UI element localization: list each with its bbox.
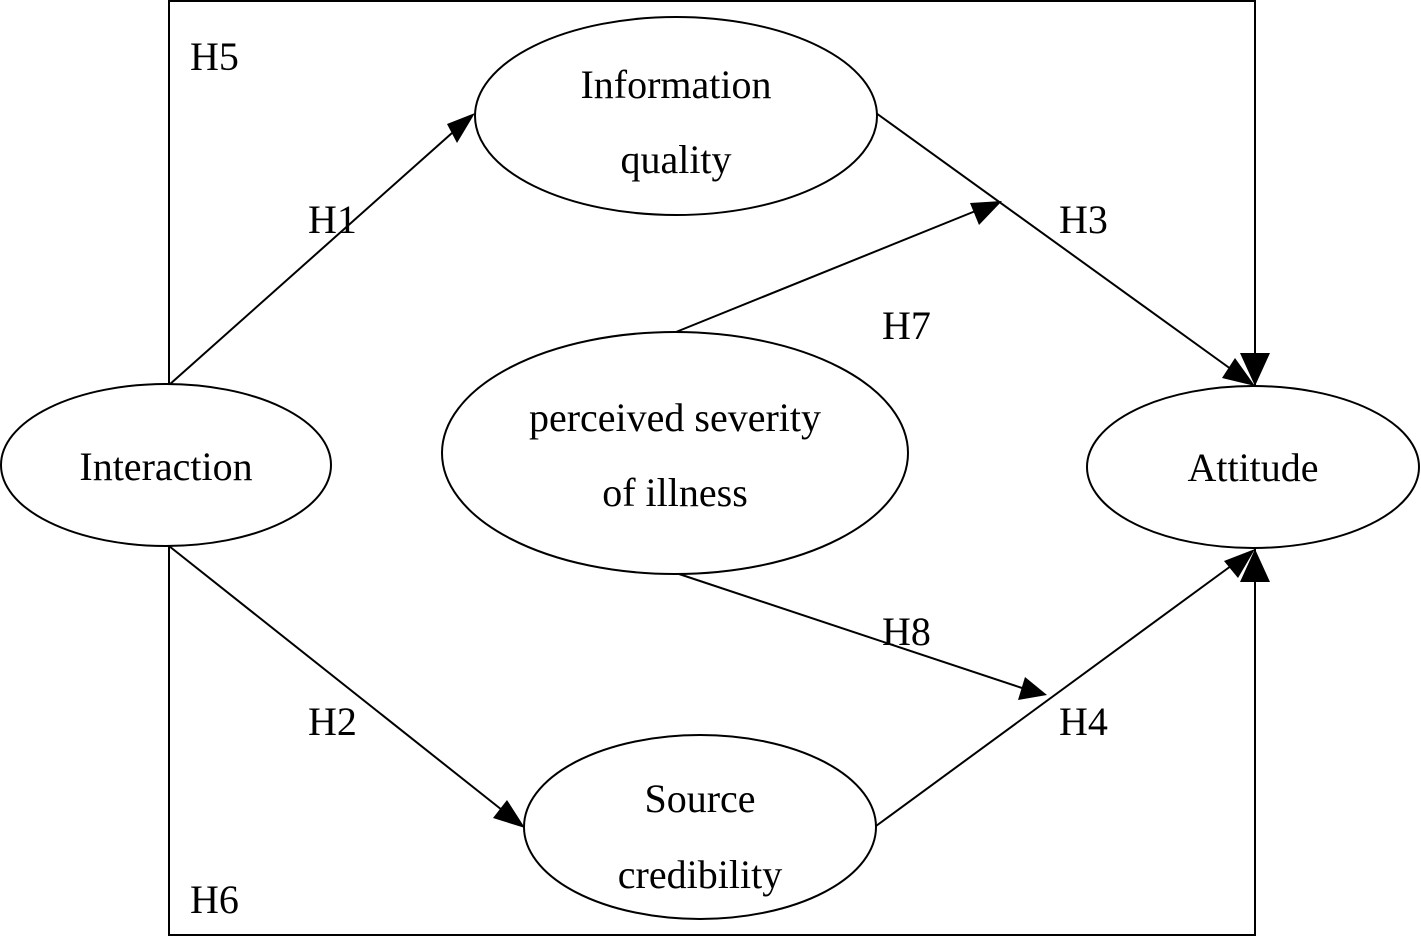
arrowhead-h3 <box>1222 358 1255 386</box>
node-perceived-severity-label-line2: of illness <box>602 470 748 515</box>
node-source-credibility-label-line1: Source <box>644 776 755 821</box>
hypothesis-label-h1: H1 <box>308 197 357 242</box>
arrowhead-h6 <box>1240 549 1270 582</box>
node-interaction-ellipse <box>0 383 332 547</box>
edge-h1 <box>168 132 453 386</box>
edge-h8 <box>675 572 1023 689</box>
arrowhead-h8 <box>1018 677 1047 700</box>
node-perceived-severity-label-line1: perceived severity <box>529 395 821 440</box>
hypothesis-label-h6: H6 <box>190 877 239 922</box>
node-source-credibility-ellipse <box>523 734 877 920</box>
edge-h3 <box>875 112 1236 373</box>
node-information-quality-label-line1: Information <box>580 62 771 107</box>
node-perceived-severity: perceived severity of illness <box>441 331 909 575</box>
node-information-quality-ellipse <box>474 16 878 216</box>
node-source-credibility: Source credibility <box>523 734 877 920</box>
edge-h7 <box>675 209 979 333</box>
hypothesis-label-h4: H4 <box>1059 699 1108 744</box>
arrowhead-h1 <box>447 113 475 143</box>
hypothesis-label-h8: H8 <box>882 609 931 654</box>
hypothesis-label-h7: H7 <box>882 303 931 348</box>
arrowhead-h2 <box>493 800 525 828</box>
node-interaction: Interaction <box>0 383 332 547</box>
node-attitude-label: Attitude <box>1187 445 1318 490</box>
edge-h2 <box>168 545 503 811</box>
node-source-credibility-label-line2: credibility <box>618 852 782 897</box>
hypothesis-label-h2: H2 <box>308 699 357 744</box>
arrowhead-h5 <box>1240 353 1270 386</box>
edge-h4 <box>875 562 1236 827</box>
arrowhead-h4 <box>1224 549 1255 578</box>
hypothesis-label-h5: H5 <box>190 34 239 79</box>
node-perceived-severity-ellipse <box>441 331 909 575</box>
node-attitude-ellipse <box>1086 385 1420 549</box>
node-information-quality: Information quality <box>474 16 878 216</box>
node-attitude: Attitude <box>1086 385 1420 549</box>
node-interaction-label: Interaction <box>79 444 252 489</box>
hypothesis-label-h3: H3 <box>1059 197 1108 242</box>
arrowhead-h7 <box>970 201 1002 225</box>
node-information-quality-label-line2: quality <box>620 137 731 182</box>
